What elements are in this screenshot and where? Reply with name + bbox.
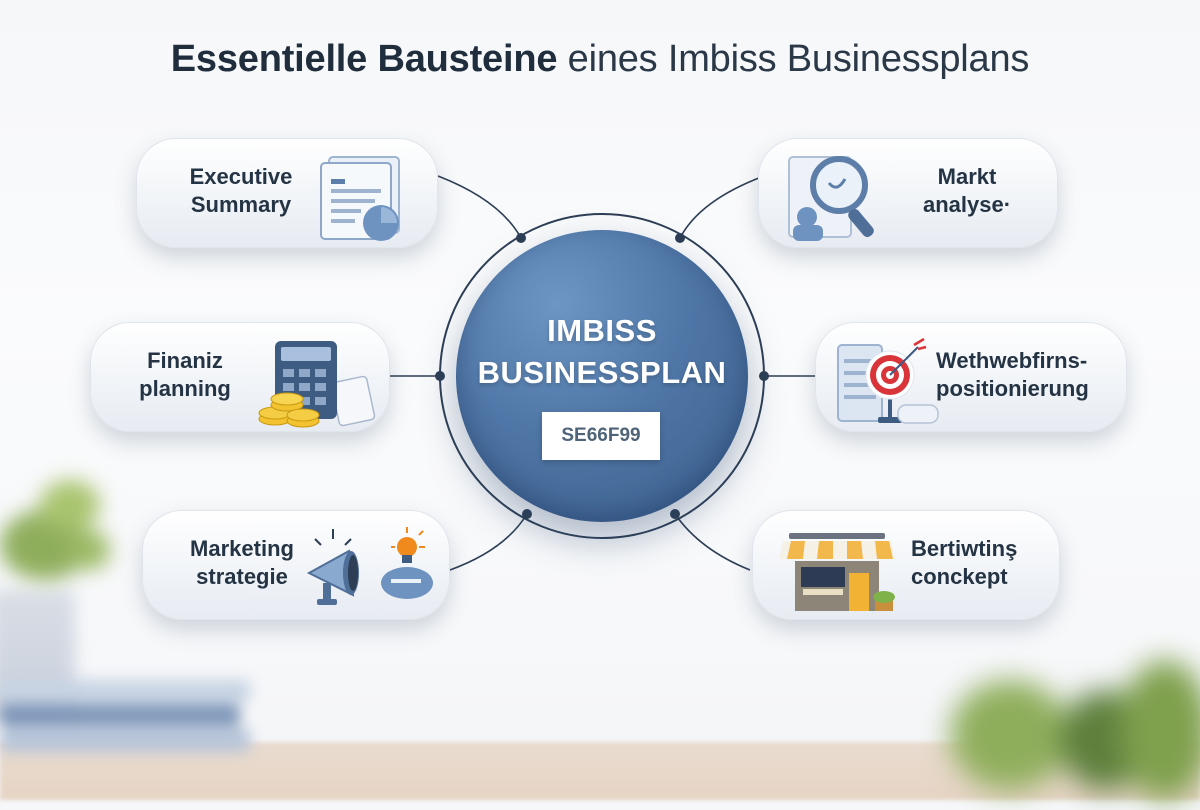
plant-left-blurred: [0, 470, 120, 600]
plant-right-blurred: [930, 660, 1200, 810]
card-label: Wethwebfirns-positionierung: [936, 348, 1089, 401]
card-wettbewerbspositionierung[interactable]: Wethwebfirns-positionierung: [815, 322, 1127, 432]
central-hub-circle: IMBISS BUSINESSPLAN SE66F99: [456, 230, 748, 522]
target-icon: [837, 337, 939, 424]
document-chart-icon: [320, 156, 400, 241]
connector-nodes: [435, 233, 769, 519]
storefront-icon: [779, 533, 895, 611]
magnifier-icon: [788, 156, 874, 241]
calculator-coins-icon: [258, 341, 376, 428]
hub-title-line1: IMBISS: [547, 313, 657, 348]
page-title: Essentielle Bausteine eines Imbiss Busin…: [0, 38, 1200, 81]
books-blurred: [0, 680, 260, 770]
hub-title-line2: BUSINESSPLAN: [477, 355, 727, 390]
title-light: eines Imbiss Businessplans: [567, 38, 1030, 80]
hub-code-badge: SE66F99: [542, 412, 660, 460]
megaphone-lightbulb-icon: [306, 527, 433, 605]
hub-title: IMBISS BUSINESSPLAN: [456, 310, 748, 394]
title-bold: Essentielle Bausteine: [170, 38, 558, 80]
